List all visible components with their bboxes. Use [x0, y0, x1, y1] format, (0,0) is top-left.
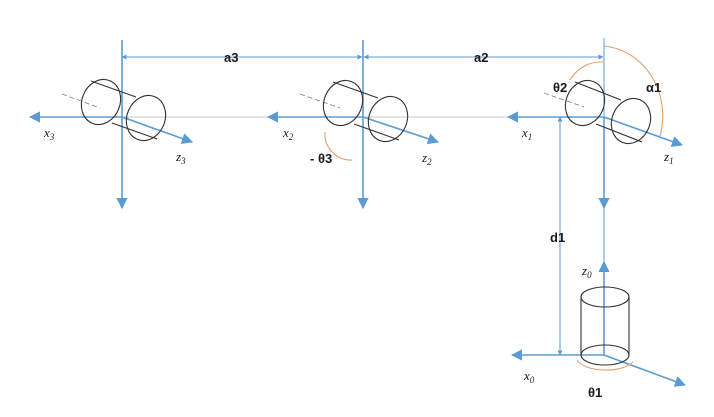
z0-label: z0	[581, 263, 592, 280]
frame-1	[506, 38, 684, 210]
frame-3	[28, 40, 194, 210]
revolute-joint-3	[80, 78, 167, 142]
frame-0	[510, 208, 687, 387]
d1-label: d1	[550, 230, 565, 245]
a3-label: a3	[224, 50, 238, 65]
theta2-label: θ2	[553, 80, 567, 95]
revolute-joint-2	[322, 79, 409, 143]
y0-axis	[603, 354, 687, 387]
z3-label: z3	[175, 149, 186, 166]
frame-2	[266, 40, 440, 210]
centerline-3	[61, 93, 101, 109]
z1-axis	[603, 116, 684, 147]
theta1-label: θ1	[588, 385, 602, 400]
theta2-arc	[569, 61, 605, 81]
x2-label: x2	[282, 125, 294, 142]
x1-label: x1	[521, 125, 532, 142]
a2-label: a2	[474, 50, 488, 65]
revolute-joint-1	[564, 79, 652, 145]
base-cylinder	[580, 286, 630, 366]
x3-label: x3	[43, 125, 55, 142]
z2-axis	[362, 116, 440, 145]
x0-label: x0	[523, 368, 535, 385]
z3-axis	[121, 116, 194, 144]
z1-label: z1	[663, 149, 674, 166]
alpha1-label: α1	[646, 80, 661, 95]
theta1-arc	[576, 359, 634, 371]
theta3-arc	[324, 131, 353, 161]
theta3-label: - θ3	[310, 151, 332, 166]
z2-label: z2	[421, 150, 432, 167]
centerline-1	[543, 92, 585, 108]
centerline-2	[299, 93, 341, 109]
alpha1-arc	[603, 45, 664, 137]
